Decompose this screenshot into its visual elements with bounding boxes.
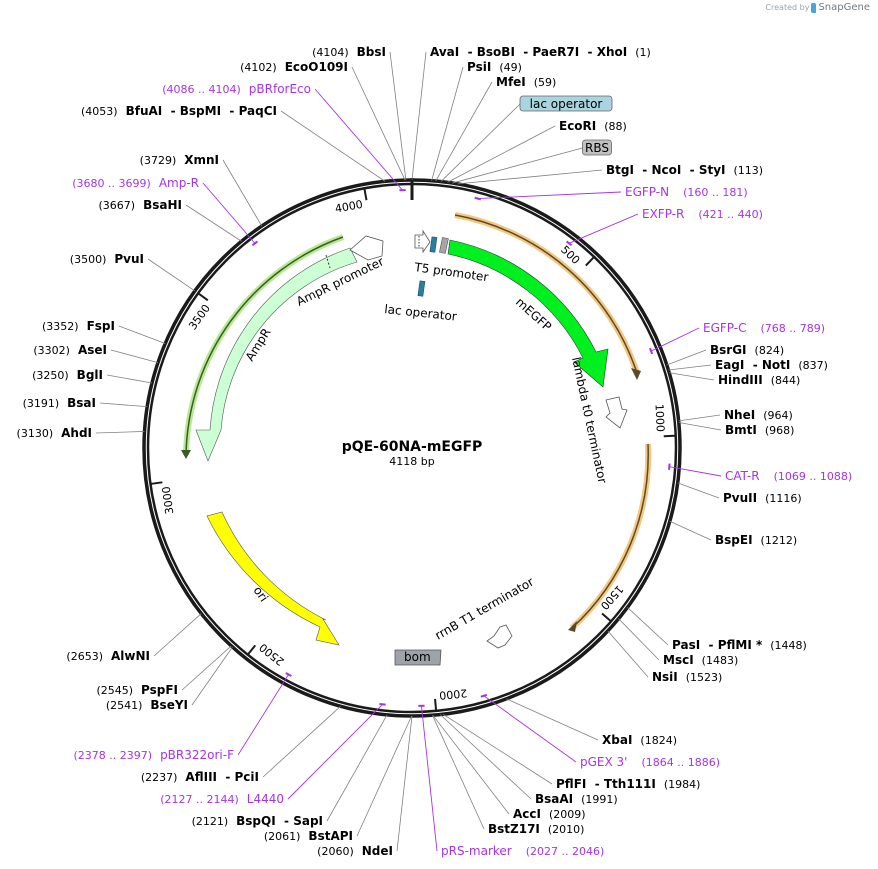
primer-site[interactable]: EGFP-C(768 .. 789) (703, 321, 825, 335)
tick-label: 1000 (653, 404, 667, 433)
tick-1500 (601, 612, 612, 622)
enzyme-site[interactable]: AccI(2009) (513, 807, 586, 821)
feature-mEGFP[interactable] (447, 239, 609, 388)
callout-RBS[interactable] (582, 139, 612, 156)
primer-arc-forward (454, 212, 641, 380)
feature-AmpR[interactable] (195, 247, 358, 462)
credit-brand: SnapGene (818, 2, 870, 13)
enzyme-site[interactable]: (3729)XmnI (140, 153, 219, 167)
primer-site[interactable]: CAT-R(1069 .. 1088) (725, 469, 852, 483)
enzyme-site[interactable]: EagI - NotI(837) (715, 358, 828, 372)
tick-label: 2000 (439, 686, 468, 702)
primer-site[interactable]: EGFP-N(160 .. 181) (625, 185, 748, 199)
snapgene-credit: Created by SnapGene (765, 2, 870, 13)
enzyme-site[interactable]: (3667)BsaHI (99, 198, 182, 212)
feature-T5-promoter[interactable] (414, 229, 431, 254)
feature-label-bom: bom (404, 650, 431, 664)
enzyme-site[interactable]: (2653)AlwNI (66, 649, 150, 663)
enzyme-site[interactable]: (3500)PvuI (70, 252, 144, 266)
callout-lac-operator[interactable] (519, 95, 613, 112)
enzyme-site[interactable]: PflFI - Tth111I(1984) (556, 777, 700, 791)
enzyme-site[interactable]: MscI(1483) (663, 653, 738, 667)
plasmid-name: pQE-60NA-mEGFP (342, 439, 483, 455)
enzyme-site[interactable]: (3130)AhdI (17, 426, 92, 440)
enzyme-site[interactable]: (4102)EcoO109I (240, 60, 348, 74)
enzyme-site[interactable]: (2061)BstAPI (264, 829, 353, 843)
snapgene-logo-icon (811, 2, 817, 13)
tick-label: 3000 (160, 485, 177, 515)
feature-label-lac-operator: lac operator (384, 302, 458, 324)
primer-site[interactable]: (2378 .. 2397)pBR322ori-F (74, 748, 235, 762)
primer-site[interactable]: pRS-marker(2027 .. 2046) (441, 844, 604, 858)
callout-label: lac operator (530, 97, 603, 111)
enzyme-site[interactable]: BspEI(1212) (715, 533, 797, 547)
enzyme-site[interactable]: PvuII(1116) (723, 491, 802, 505)
enzyme-site[interactable]: (2060)NdeI (317, 844, 393, 858)
feature-ori[interactable] (206, 511, 340, 646)
enzyme-site[interactable]: MfeI(59) (496, 75, 556, 89)
enzyme-site[interactable]: (3250)BglI (32, 368, 103, 382)
tick-2500 (247, 644, 257, 655)
callout-label: RBS (585, 141, 609, 155)
enzyme-site[interactable]: (3352)FspI (42, 319, 115, 333)
site-labels: AvaI - BsoBI - PaeR7I - XhoI(1)PsiI(49)M… (17, 45, 853, 858)
enzyme-site[interactable]: BsaAI(1991) (535, 792, 618, 806)
primer-arc-ampr (181, 234, 345, 459)
feature-lac-operator-outer[interactable] (429, 236, 438, 253)
enzyme-site[interactable]: BstZ17I(2010) (488, 822, 584, 836)
primer-site[interactable]: (2127 .. 2144)L4440 (160, 792, 284, 806)
primer-site[interactable]: (3680 .. 3699)Amp-R (72, 176, 199, 190)
enzyme-site[interactable]: (2541)BseYI (106, 698, 188, 712)
feature-label-rrnB-T1-terminator: rrnB T1 terminator (433, 575, 537, 643)
feature-RBS[interactable] (439, 237, 449, 254)
primer-arc-reverse (568, 443, 652, 632)
feature-bom[interactable]: bom (394, 649, 442, 666)
enzyme-site[interactable]: NsiI(1523) (652, 670, 722, 684)
enzyme-site[interactable]: AvaI - BsoBI - PaeR7I - XhoI(1) (430, 45, 651, 59)
enzyme-site[interactable]: NheI(964) (724, 408, 793, 422)
enzyme-lines (95, 51, 722, 852)
primer-site[interactable]: pGEX 3'(1864 .. 1886) (580, 755, 720, 769)
enzyme-site[interactable]: BmtI(968) (725, 423, 794, 437)
feature-rrnB-T1-terminator[interactable] (486, 624, 513, 649)
enzyme-site[interactable]: (3191)BsaI (23, 396, 96, 410)
tick-1000 (663, 434, 675, 438)
primer-site[interactable]: EXFP-R(421 .. 440) (642, 207, 763, 221)
tick-3000 (151, 481, 163, 485)
enzyme-site[interactable]: BsrGI(824) (710, 343, 784, 357)
feature-AmpR-promoter[interactable] (349, 235, 384, 261)
enzyme-site[interactable]: HindIII(844) (718, 373, 800, 387)
enzyme-site[interactable]: EcoRI(88) (559, 119, 627, 133)
enzyme-site[interactable]: (2237)AflIII - PciI (141, 770, 259, 784)
tick-500 (585, 256, 595, 267)
feature-lac-operator-inner[interactable] (417, 280, 426, 297)
tick-2000 (434, 698, 438, 710)
feature-label-T5-promoter: T5 promoter (413, 260, 490, 284)
enzyme-site[interactable]: PasI - PflMI *(1448) (672, 638, 807, 652)
enzyme-site[interactable]: BtgI - NcoI - StyI(113) (606, 163, 763, 177)
tick-3500 (198, 293, 209, 302)
enzyme-site[interactable]: (3302)AseI (33, 343, 107, 357)
enzyme-site[interactable]: (4104)BbsI (312, 45, 386, 59)
enzyme-site[interactable]: (4053)BfuAI - BspMI - PaqCI (81, 104, 277, 118)
primer-lines (202, 88, 722, 852)
enzyme-site[interactable]: (2545)PspFI (96, 683, 178, 697)
enzyme-site[interactable]: XbaI(1824) (602, 733, 677, 747)
tick-4000 (363, 189, 368, 201)
feature-lambda-t0-terminator[interactable] (605, 396, 628, 429)
credit-prefix: Created by (765, 3, 810, 12)
plasmid-length: 4118 bp (389, 455, 434, 468)
enzyme-site[interactable]: (2121)BspQI - SapI (192, 814, 323, 828)
tick-label: 4000 (334, 198, 364, 216)
enzyme-site[interactable]: PsiI(49) (467, 60, 522, 74)
primer-site[interactable]: (4086 .. 4104)pBRforEco (162, 82, 311, 96)
